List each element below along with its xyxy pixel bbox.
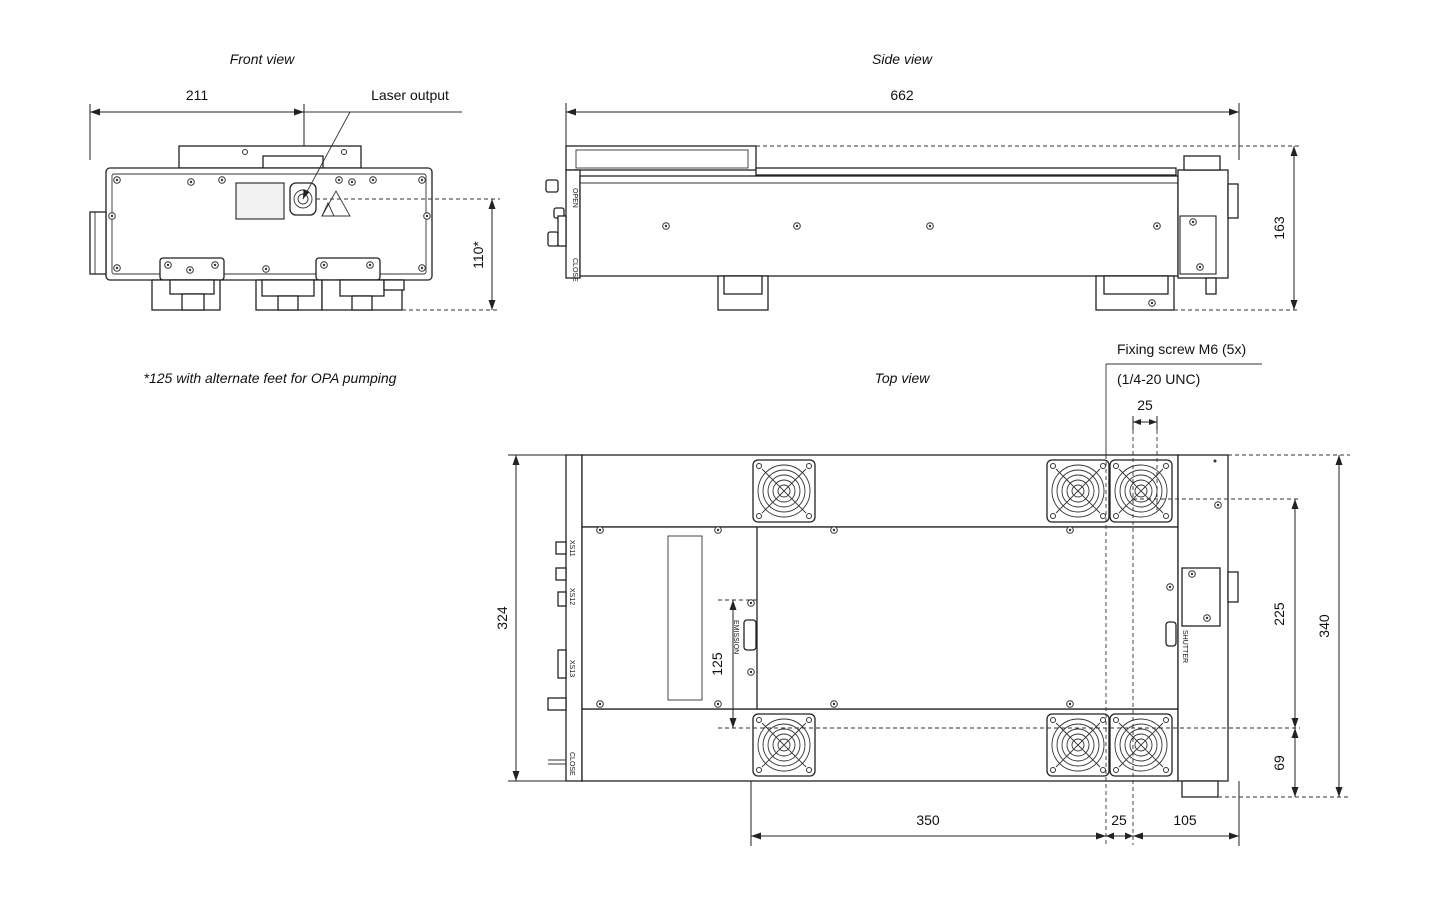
dim-front-width: 211 [186, 87, 209, 103]
fixing-screw-label: Fixing screw M6 (5x) [1117, 341, 1246, 357]
dim-top-340: 340 [1316, 614, 1332, 638]
side-close-label: CLOSE [571, 258, 578, 282]
dim-top-125: 125 [709, 652, 725, 676]
top-close-label: CLOSE [568, 752, 575, 776]
dim-screw-pitch: 25 [1137, 397, 1153, 413]
front-view: 211 Laser output [89, 87, 500, 311]
top-shutter-label: SHUTTER [1181, 630, 1188, 663]
dim-side-height: 163 [1271, 216, 1287, 240]
laser-output-label: Laser output [371, 87, 449, 103]
side-view-title: Side view [872, 51, 933, 67]
dim-top-width: 324 [494, 606, 510, 630]
front-view-title: Front view [230, 51, 295, 67]
dim-bottom-25: 25 [1111, 812, 1127, 828]
dim-bottom-105: 105 [1173, 812, 1197, 828]
top-xs2-label: XS12 [568, 588, 575, 605]
top-view-title: Top view [875, 370, 931, 386]
top-xs1-label: XS11 [568, 540, 575, 557]
top-xs3-label: XS13 [568, 660, 575, 677]
top-emission-label: EMISSION [732, 620, 739, 654]
top-view: Fixing screw M6 (5x) (1/4-20 UNC) 25 SHU… [494, 341, 1350, 846]
side-view: 662 OPEN CLOSE [545, 87, 1300, 311]
dim-bottom-350: 350 [916, 812, 940, 828]
dim-top-69: 69 [1271, 755, 1287, 771]
fixing-screw-thread: (1/4-20 UNC) [1117, 371, 1200, 387]
dim-front-height: 110* [470, 241, 486, 269]
footnote: *125 with alternate feet for OPA pumping [144, 370, 397, 386]
side-open-label: OPEN [571, 188, 578, 208]
dim-top-225: 225 [1271, 602, 1287, 626]
dim-side-length: 662 [890, 87, 914, 103]
